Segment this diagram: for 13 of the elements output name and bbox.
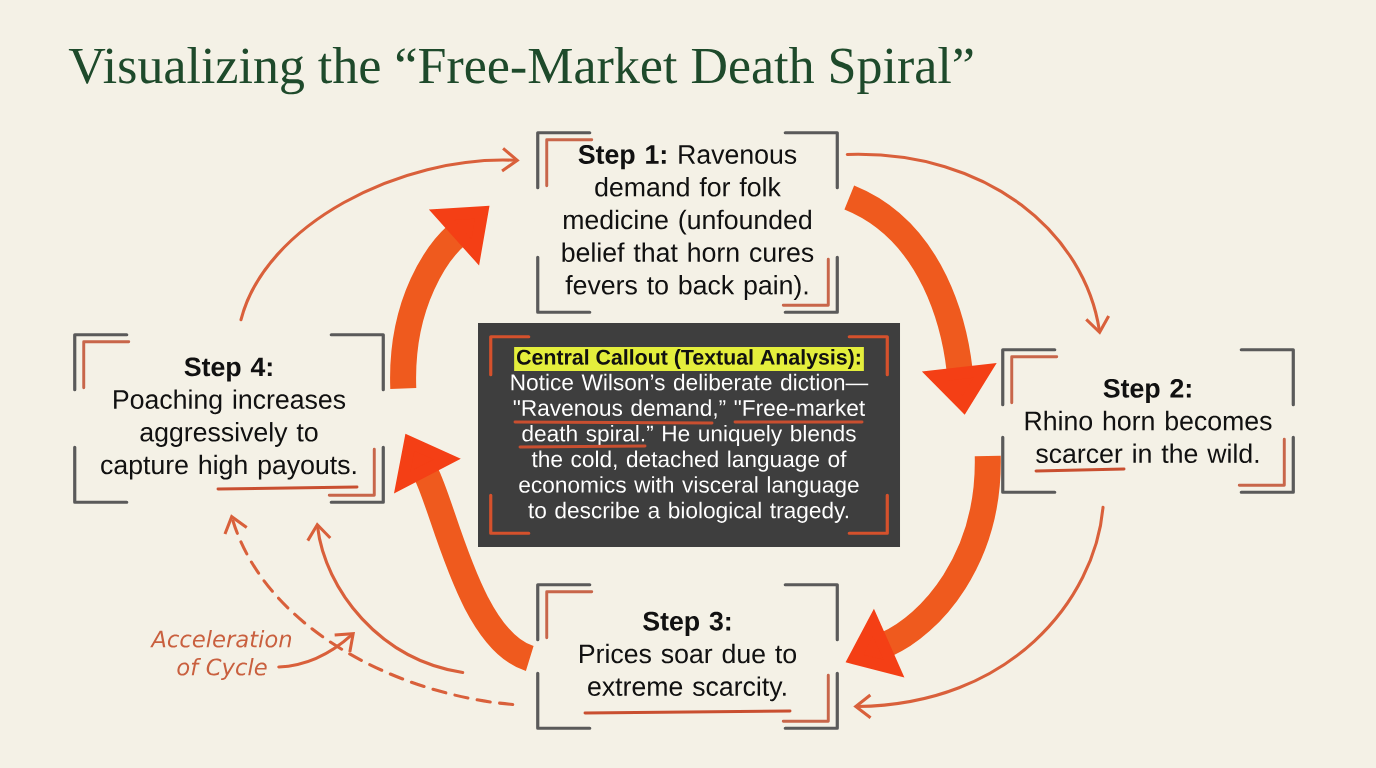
leader-arrow [277,632,355,669]
dashed-arrow [223,514,515,707]
callout-box: Central Callout (Textual Analysis): Notice Wilson’s deliberate diction— "Ravenous demand,” "Free-market death spiral.” He uniquely blends the cold, detached language of economics with visceral language to describe a biological tragedy. [478,323,900,547]
step-box: Step 1: Ravenous demand for folk medicine (unfounded belief that horn cures fevers to back pain). [536,131,839,314]
handwritten-note: Acceleration of Cycle [150,630,292,680]
step-box: Step 2: Rhino horn becomes scarcer in the wild. [1001,348,1295,494]
title: Visualizing the “Free-Market Death Spiral” [68,46,973,95]
step-box: Step 4: Poaching increases aggressively to capture high payouts. [73,333,385,504]
arrow [853,505,1105,719]
arrow [306,522,465,675]
step-box: Step 3: Prices soar due to extreme scarcity. [536,583,839,730]
arrow [239,147,520,322]
arrow [845,152,1110,335]
